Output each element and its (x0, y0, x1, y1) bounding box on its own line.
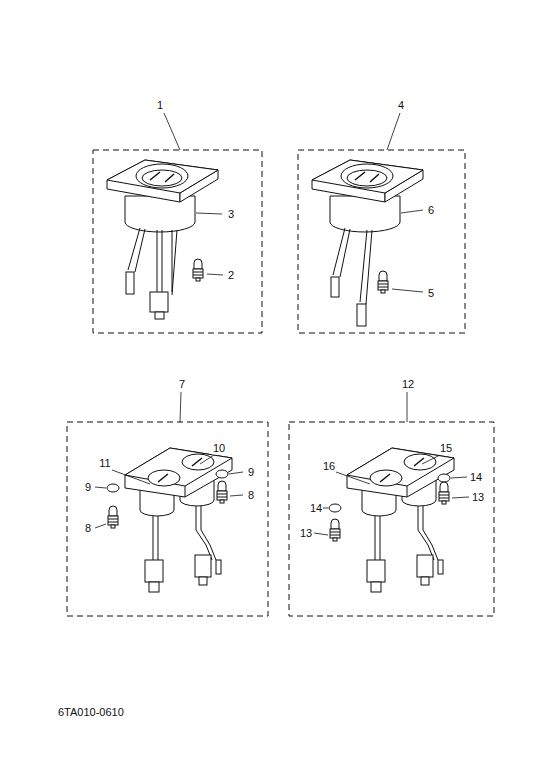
callout-number: 5 (427, 287, 435, 300)
callout-number: 7 (178, 378, 186, 391)
callout-number: 8 (84, 522, 92, 535)
leader-lines (95, 113, 469, 535)
callout-number: 8 (247, 489, 255, 502)
callout-number: 14 (309, 502, 323, 515)
callout-number: 12 (401, 378, 415, 391)
callout-number: 9 (247, 466, 255, 479)
callout-number: 11 (98, 457, 111, 470)
callout-number: 6 (427, 204, 435, 217)
callout-number: 1 (156, 99, 164, 112)
group-frames (67, 150, 494, 616)
callout-number: 13 (471, 491, 485, 504)
callout-number: 13 (299, 527, 313, 540)
callout-number: 2 (227, 269, 235, 282)
callout-number: 15 (439, 442, 453, 455)
callout-number: 4 (397, 99, 405, 112)
callout-number: 14 (469, 471, 483, 484)
drawing-code: 6TA010-0610 (57, 706, 125, 719)
callout-number: 10 (212, 442, 226, 455)
callout-number: 3 (227, 208, 235, 221)
callout-number: 16 (322, 460, 336, 473)
callout-number: 9 (84, 481, 92, 494)
